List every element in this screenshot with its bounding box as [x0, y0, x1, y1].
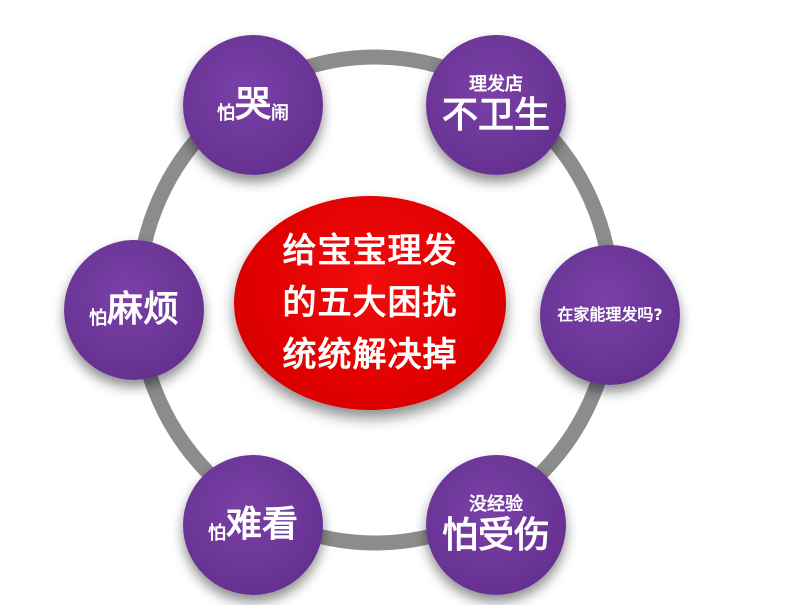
node-crying-suffix: 闹 [271, 103, 289, 124]
node-trouble: 怕 麻烦 [64, 240, 204, 380]
node-injury-big: 怕受伤 [441, 515, 550, 556]
node-injury: 没经验 怕受伤 [426, 455, 566, 595]
node-trouble-main: 麻烦 [106, 289, 179, 330]
node-hygiene: 理发店 不卫生 [426, 35, 566, 175]
node-ugly-main: 难看 [225, 504, 298, 545]
center-line-3: 统统解决掉 [282, 335, 458, 375]
node-hygiene-big: 不卫生 [441, 95, 550, 136]
node-ugly: 怕 难看 [183, 455, 323, 595]
node-crying: 怕 哭 闹 [183, 35, 323, 175]
node-home-haircut-text: 在家能理发吗? [557, 305, 663, 324]
center-line-2: 的五大困扰 [282, 283, 458, 323]
node-trouble-prefix: 怕 [88, 308, 107, 329]
center-circle: 给宝宝理发 的五大困扰 统统解决掉 [234, 196, 506, 410]
node-crying-main: 哭 [234, 84, 271, 125]
node-ugly-prefix: 怕 [207, 523, 226, 544]
center-line-1: 给宝宝理发 [282, 231, 458, 271]
node-hygiene-small: 理发店 [468, 74, 523, 95]
node-home-haircut: 在家能理发吗? [540, 245, 680, 385]
node-injury-small: 没经验 [468, 494, 523, 515]
node-crying-prefix: 怕 [216, 103, 235, 124]
